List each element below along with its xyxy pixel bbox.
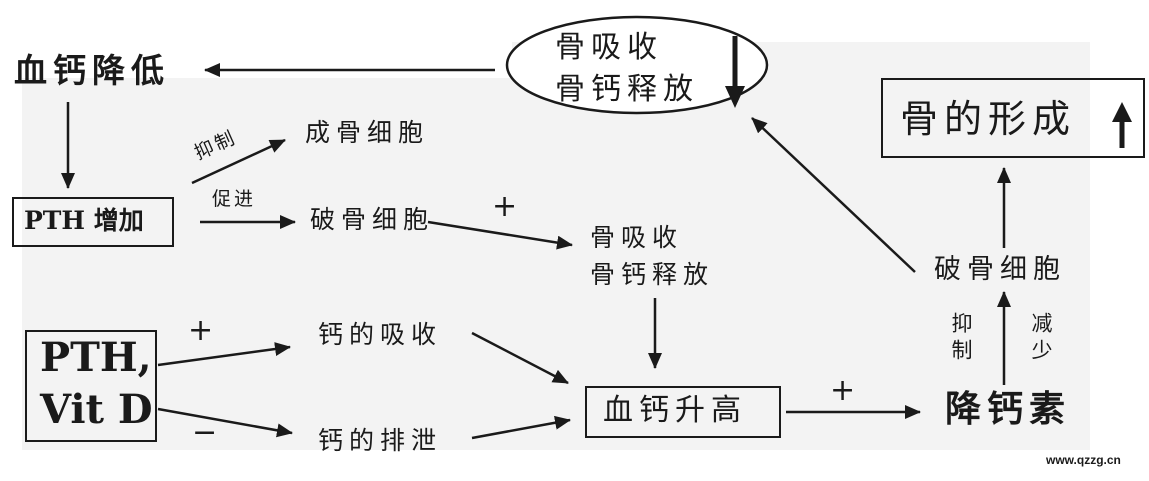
node-pth-vitd-2: Vit D [40, 386, 153, 433]
node-pth-increase: PTH 增加 [24, 206, 144, 235]
node-calcitonin: 降钙素 [945, 389, 1072, 430]
label-reduce-right: 减少 [1029, 312, 1053, 366]
arrow-down-icon [725, 36, 745, 108]
node-bone-resorb-mid-1: 骨吸收 [590, 223, 684, 252]
paper-highlight [22, 42, 512, 78]
label-plus-absorb: + [188, 313, 214, 348]
node-bone-resorb-oval-2: 骨钙释放 [555, 72, 699, 107]
label-inhibit-right: 抑制 [949, 312, 973, 366]
label-plus-osteoclast: + [492, 189, 518, 224]
label-plus-calcitonin: + [830, 373, 856, 408]
node-bone-resorb-mid-2: 骨钙释放 [590, 260, 715, 289]
node-ca-absorb: 钙的吸收 [318, 320, 443, 349]
arrow-pthvitd-to-excrete [157, 407, 293, 438]
node-osteoclast-right: 破骨细胞 [934, 254, 1066, 285]
arrow-absorb-to-ca-increase [471, 331, 569, 385]
node-osteoblast-top: 成骨细胞 [305, 118, 430, 147]
pth-vitd-box [25, 330, 157, 442]
watermark: www.qzzg.cn [1046, 453, 1121, 467]
arrow-osteoclast-to-resorption [427, 220, 573, 250]
arrow-pth-to-osteoblast [191, 138, 286, 185]
label-promote: 促进 [212, 188, 257, 210]
ca-increase-box [585, 386, 781, 438]
node-ca-increase: 血钙升高 [603, 393, 747, 428]
node-bone-resorb-oval-1: 骨吸收 [555, 30, 663, 65]
node-ca-decrease: 血钙降低 [14, 51, 170, 90]
node-pth-vitd-1: PTH, [40, 334, 152, 381]
arrow-up-icon [1112, 102, 1132, 148]
arrow-excrete-to-ca-increase [471, 415, 571, 440]
arrow-pthvitd-to-absorb [157, 342, 291, 367]
bone-resorption-oval [505, 15, 769, 115]
pth-increase-box [12, 197, 174, 247]
node-ca-excrete: 钙的排泄 [318, 426, 443, 455]
node-bone-formation: 骨的形成 [900, 97, 1077, 141]
label-minus-excrete: − [192, 415, 218, 450]
arrow-osteoclast-right-to-oval [751, 117, 916, 273]
bone-formation-box [881, 78, 1145, 158]
node-osteoclast-mid: 破骨细胞 [310, 205, 435, 234]
